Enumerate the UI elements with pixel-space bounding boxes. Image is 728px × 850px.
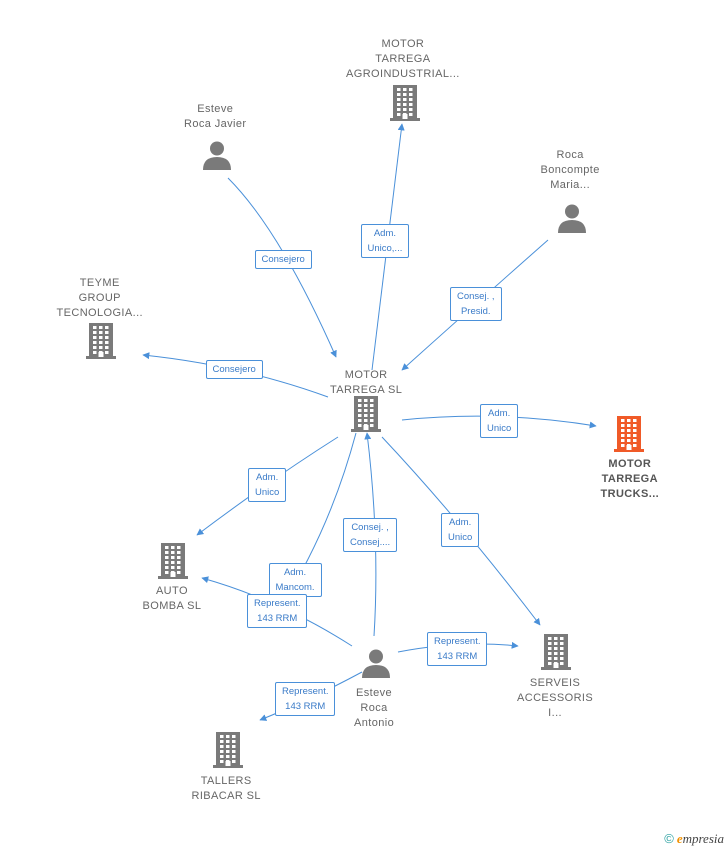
copyright-symbol: © <box>664 831 674 846</box>
building-icon[interactable] <box>86 323 116 364</box>
node-label-roca-maria[interactable]: Roca Boncompte Maria... <box>540 149 600 191</box>
edge-label[interactable]: Adm. Mancom. <box>268 563 322 597</box>
brand-name-rest: mpresia <box>682 831 724 846</box>
node-label-esteve-antonio[interactable]: Esteve Roca Antonio <box>354 687 395 729</box>
empresia-brand: ©empresia <box>664 831 724 847</box>
edge-label[interactable]: Represent. 143 RRM <box>247 594 308 628</box>
building-icon[interactable] <box>390 85 420 126</box>
edge-label[interactable]: Consej. , Consej.... <box>343 518 398 552</box>
building-icon[interactable] <box>351 396 381 437</box>
person-icon[interactable] <box>557 203 587 238</box>
edge-label[interactable]: Consejero <box>205 359 263 379</box>
person-icon[interactable] <box>361 648 391 683</box>
edge-label[interactable]: Adm. Unico <box>248 468 287 502</box>
node-label-auto-bomba[interactable]: AUTO BOMBA SL <box>142 585 202 612</box>
edge-label[interactable]: Adm. Unico,... <box>360 224 410 258</box>
building-icon[interactable] <box>158 543 188 584</box>
edge-label[interactable]: Consej. , Presid. <box>450 287 502 321</box>
node-label-motor-tarrega[interactable]: MOTOR TARREGA SL <box>330 369 403 396</box>
node-label-tallers[interactable]: TALLERS RIBACAR SL <box>191 775 261 802</box>
node-label-agroindustrial[interactable]: MOTOR TARREGA AGROINDUSTRIAL... <box>346 38 460 80</box>
building-icon[interactable] <box>541 634 571 675</box>
edge-label[interactable]: Adm. Unico <box>480 404 519 438</box>
brand-e-letter: e <box>676 831 683 846</box>
edge-label[interactable]: Adm. Unico <box>441 513 480 547</box>
edge-esteve_javier-to-motor_tarrega <box>227 177 337 358</box>
person-icon[interactable] <box>202 140 232 175</box>
node-label-esteve-javier[interactable]: Esteve Roca Javier <box>184 103 247 130</box>
building-icon[interactable] <box>213 732 243 773</box>
building-icon[interactable] <box>614 416 644 457</box>
edge-label[interactable]: Represent. 143 RRM <box>427 632 488 666</box>
node-label-trucks[interactable]: MOTOR TARREGA TRUCKS... <box>600 458 660 500</box>
node-label-serveis[interactable]: SERVEIS ACCESSORIS I... <box>517 677 594 719</box>
edge-label[interactable]: Represent. 143 RRM <box>275 682 336 716</box>
node-label-teyme[interactable]: TEYME GROUP TECNOLOGIA... <box>56 277 143 319</box>
edge-label[interactable]: Consejero <box>254 249 312 269</box>
